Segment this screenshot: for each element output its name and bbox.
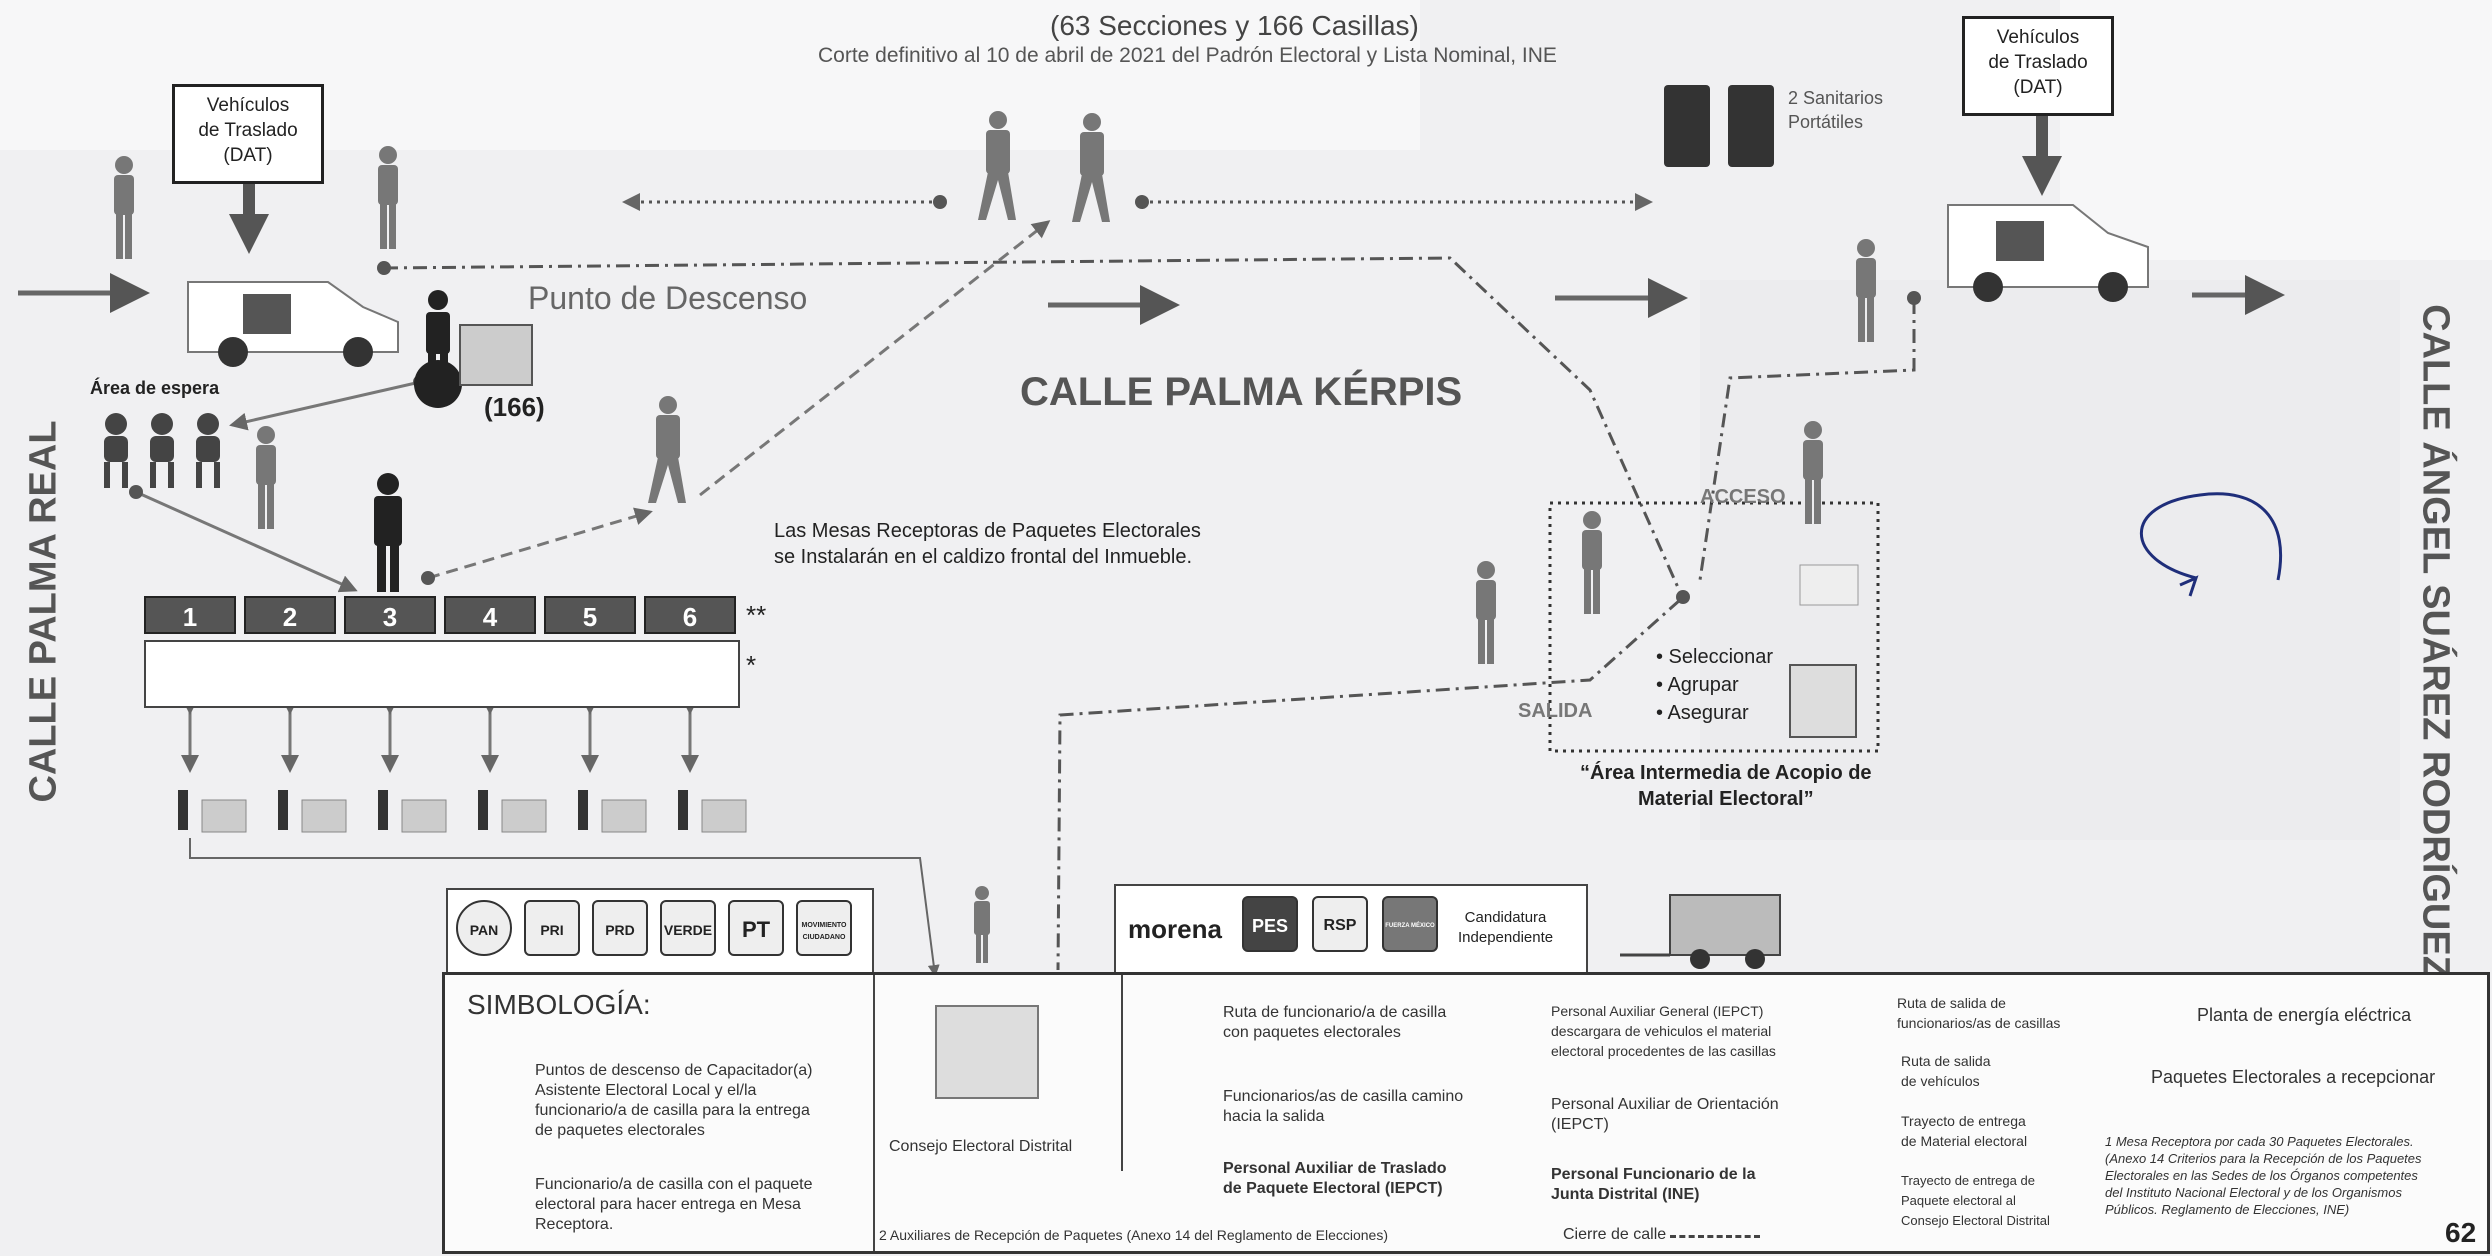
pen-scribble bbox=[2140, 492, 2283, 581]
road-right bbox=[2060, 0, 2492, 260]
vehicles-right-box: Vehículos de Traslado (DAT) bbox=[1962, 16, 2114, 116]
legend-funcionario: Funcionario/a de casilla con el paquete … bbox=[535, 1176, 813, 1233]
mesa-1: 1 bbox=[144, 596, 236, 634]
logo-pes: PES bbox=[1242, 896, 1298, 952]
legend-func-camino: Funcionarios/as de casilla camino hacia … bbox=[1223, 1088, 1464, 1125]
legend-paquetes: Paquetes Electorales a recepcionar bbox=[2151, 1067, 2436, 1087]
legend-title: SIMBOLOGÍA: bbox=[467, 989, 651, 1020]
legend-panel: SIMBOLOGÍA: Puntos de descenso de Capaci… bbox=[442, 972, 2490, 1254]
single-star-marker: * bbox=[746, 650, 757, 680]
salida-label: SALIDA bbox=[1518, 700, 1593, 722]
legend-aux-general: Personal Auxiliar General (IEPCT) descar… bbox=[1551, 1003, 1776, 1059]
street-main: CALLE PALMA KÉRPIS bbox=[1020, 370, 1463, 414]
logo-rsp: RSP bbox=[1312, 896, 1368, 952]
mesa-6: 6 bbox=[644, 596, 736, 634]
legend-aux-orientacion: Personal Auxiliar de Orientación (IEPCT) bbox=[1551, 1096, 1779, 1133]
legend-ruta-funcionario: Ruta de funcionario/a de casilla con paq… bbox=[1223, 1004, 1447, 1041]
mesa-2: 2 bbox=[244, 596, 336, 634]
legend-ruta-salida-veh: Ruta de salida de vehículos bbox=[1901, 1053, 1991, 1089]
double-star-marker: ** bbox=[746, 600, 767, 630]
street-left: CALLE PALMA REAL bbox=[22, 420, 65, 803]
traffic-arrows bbox=[18, 273, 2285, 325]
delivery-trajectory bbox=[383, 256, 1916, 971]
logo-pri: PRI bbox=[524, 900, 580, 956]
exit-route bbox=[427, 220, 1051, 580]
generator bbox=[1620, 894, 1781, 969]
legend-trayecto: Trayecto de entrega de Material electora… bbox=[1901, 1113, 2028, 1149]
van-left bbox=[187, 281, 399, 367]
people-figures bbox=[114, 111, 1876, 963]
legend-capacitador: Puntos de descenso de Capacitador(a) Asi… bbox=[535, 1062, 813, 1139]
acopio-step-1: • Seleccionar bbox=[1656, 646, 1774, 668]
header-subtitle: (63 Secciones y 166 Casillas) bbox=[1050, 10, 1419, 41]
van-right bbox=[1947, 204, 2149, 302]
legend-aux-traslado: Personal Auxiliar de Traslado de Paquete… bbox=[1223, 1160, 1447, 1197]
logo-pan: PAN bbox=[456, 900, 512, 956]
legend-trayecto-consejo: Trayecto de entrega de Paquete electoral… bbox=[1901, 1173, 2050, 1228]
party-logos-right: morena PES RSP FUERZA MÉXICO Candidatura… bbox=[1114, 884, 1588, 976]
header-cut-date: Corte definitivo al 10 de abril de 2021 … bbox=[818, 44, 1557, 67]
sanitario bbox=[1664, 85, 1710, 167]
area-espera-label: Área de espera bbox=[90, 378, 220, 398]
mesa-5: 5 bbox=[544, 596, 636, 634]
logo-prd: PRD bbox=[592, 900, 648, 956]
vehicles-left-box: Vehículos de Traslado (DAT) bbox=[172, 84, 324, 184]
sanitarios-label: 2 Sanitarios Portátiles bbox=[1788, 88, 1884, 132]
party-logos-left: PAN PRI PRD VERDE PT MOVIMIENTO CIUDADAN… bbox=[446, 888, 874, 980]
legend-divider bbox=[873, 975, 875, 1251]
legend-note: 1 Mesa Receptora por cada 30 Paquetes El… bbox=[2105, 1134, 2422, 1217]
acopio-step-2: • Agrupar bbox=[1656, 674, 1739, 696]
logo-independiente: Candidatura Independiente bbox=[1458, 909, 1554, 946]
return-path bbox=[189, 838, 940, 977]
punto-descenso-label: Punto de Descenso bbox=[528, 280, 808, 316]
legend-func-junta: Personal Funcionario de la Junta Distrit… bbox=[1551, 1166, 1756, 1203]
mesa-4: 4 bbox=[444, 596, 536, 634]
legend-consejo: Consejo Electoral Distrital bbox=[889, 1138, 1073, 1155]
legend-cierre: Cierre de calle bbox=[1563, 1226, 1667, 1243]
mesas-note: Las Mesas Receptoras de Paquetes Elector… bbox=[774, 520, 1201, 568]
street-right: CALLE ÁNGEL SUÁREZ RODRÍGUEZ bbox=[2414, 304, 2457, 979]
legend-ruta-salida-func: Ruta de salida de funcionarios/as de cas… bbox=[1897, 995, 2061, 1031]
legend-planta: Planta de energía eléctrica bbox=[2197, 1005, 2412, 1025]
page-number: 62 bbox=[2445, 1217, 2477, 1248]
acopio-title: “Área Intermedia de Acopio de Material E… bbox=[1580, 762, 1872, 810]
logo-fuerza-mexico: FUERZA MÉXICO bbox=[1382, 896, 1438, 952]
acceso-label: ACCESO bbox=[1700, 486, 1786, 508]
mesa-3: 3 bbox=[344, 596, 436, 634]
logo-morena: morena bbox=[1128, 914, 1222, 944]
logo-mc: MOVIMIENTO CIUDADANO bbox=[796, 900, 852, 956]
legend-auxiliares: 2 Auxiliares de Recepción de Paquetes (A… bbox=[879, 1227, 1388, 1243]
logo-pt: PT bbox=[728, 900, 784, 956]
acopio-step-3: • Asegurar bbox=[1656, 702, 1749, 724]
logo-verde: VERDE bbox=[660, 900, 716, 956]
consejo-building-icon bbox=[935, 1005, 1039, 1099]
auxiliares-row bbox=[144, 640, 740, 708]
count-166: (166) bbox=[484, 392, 545, 422]
